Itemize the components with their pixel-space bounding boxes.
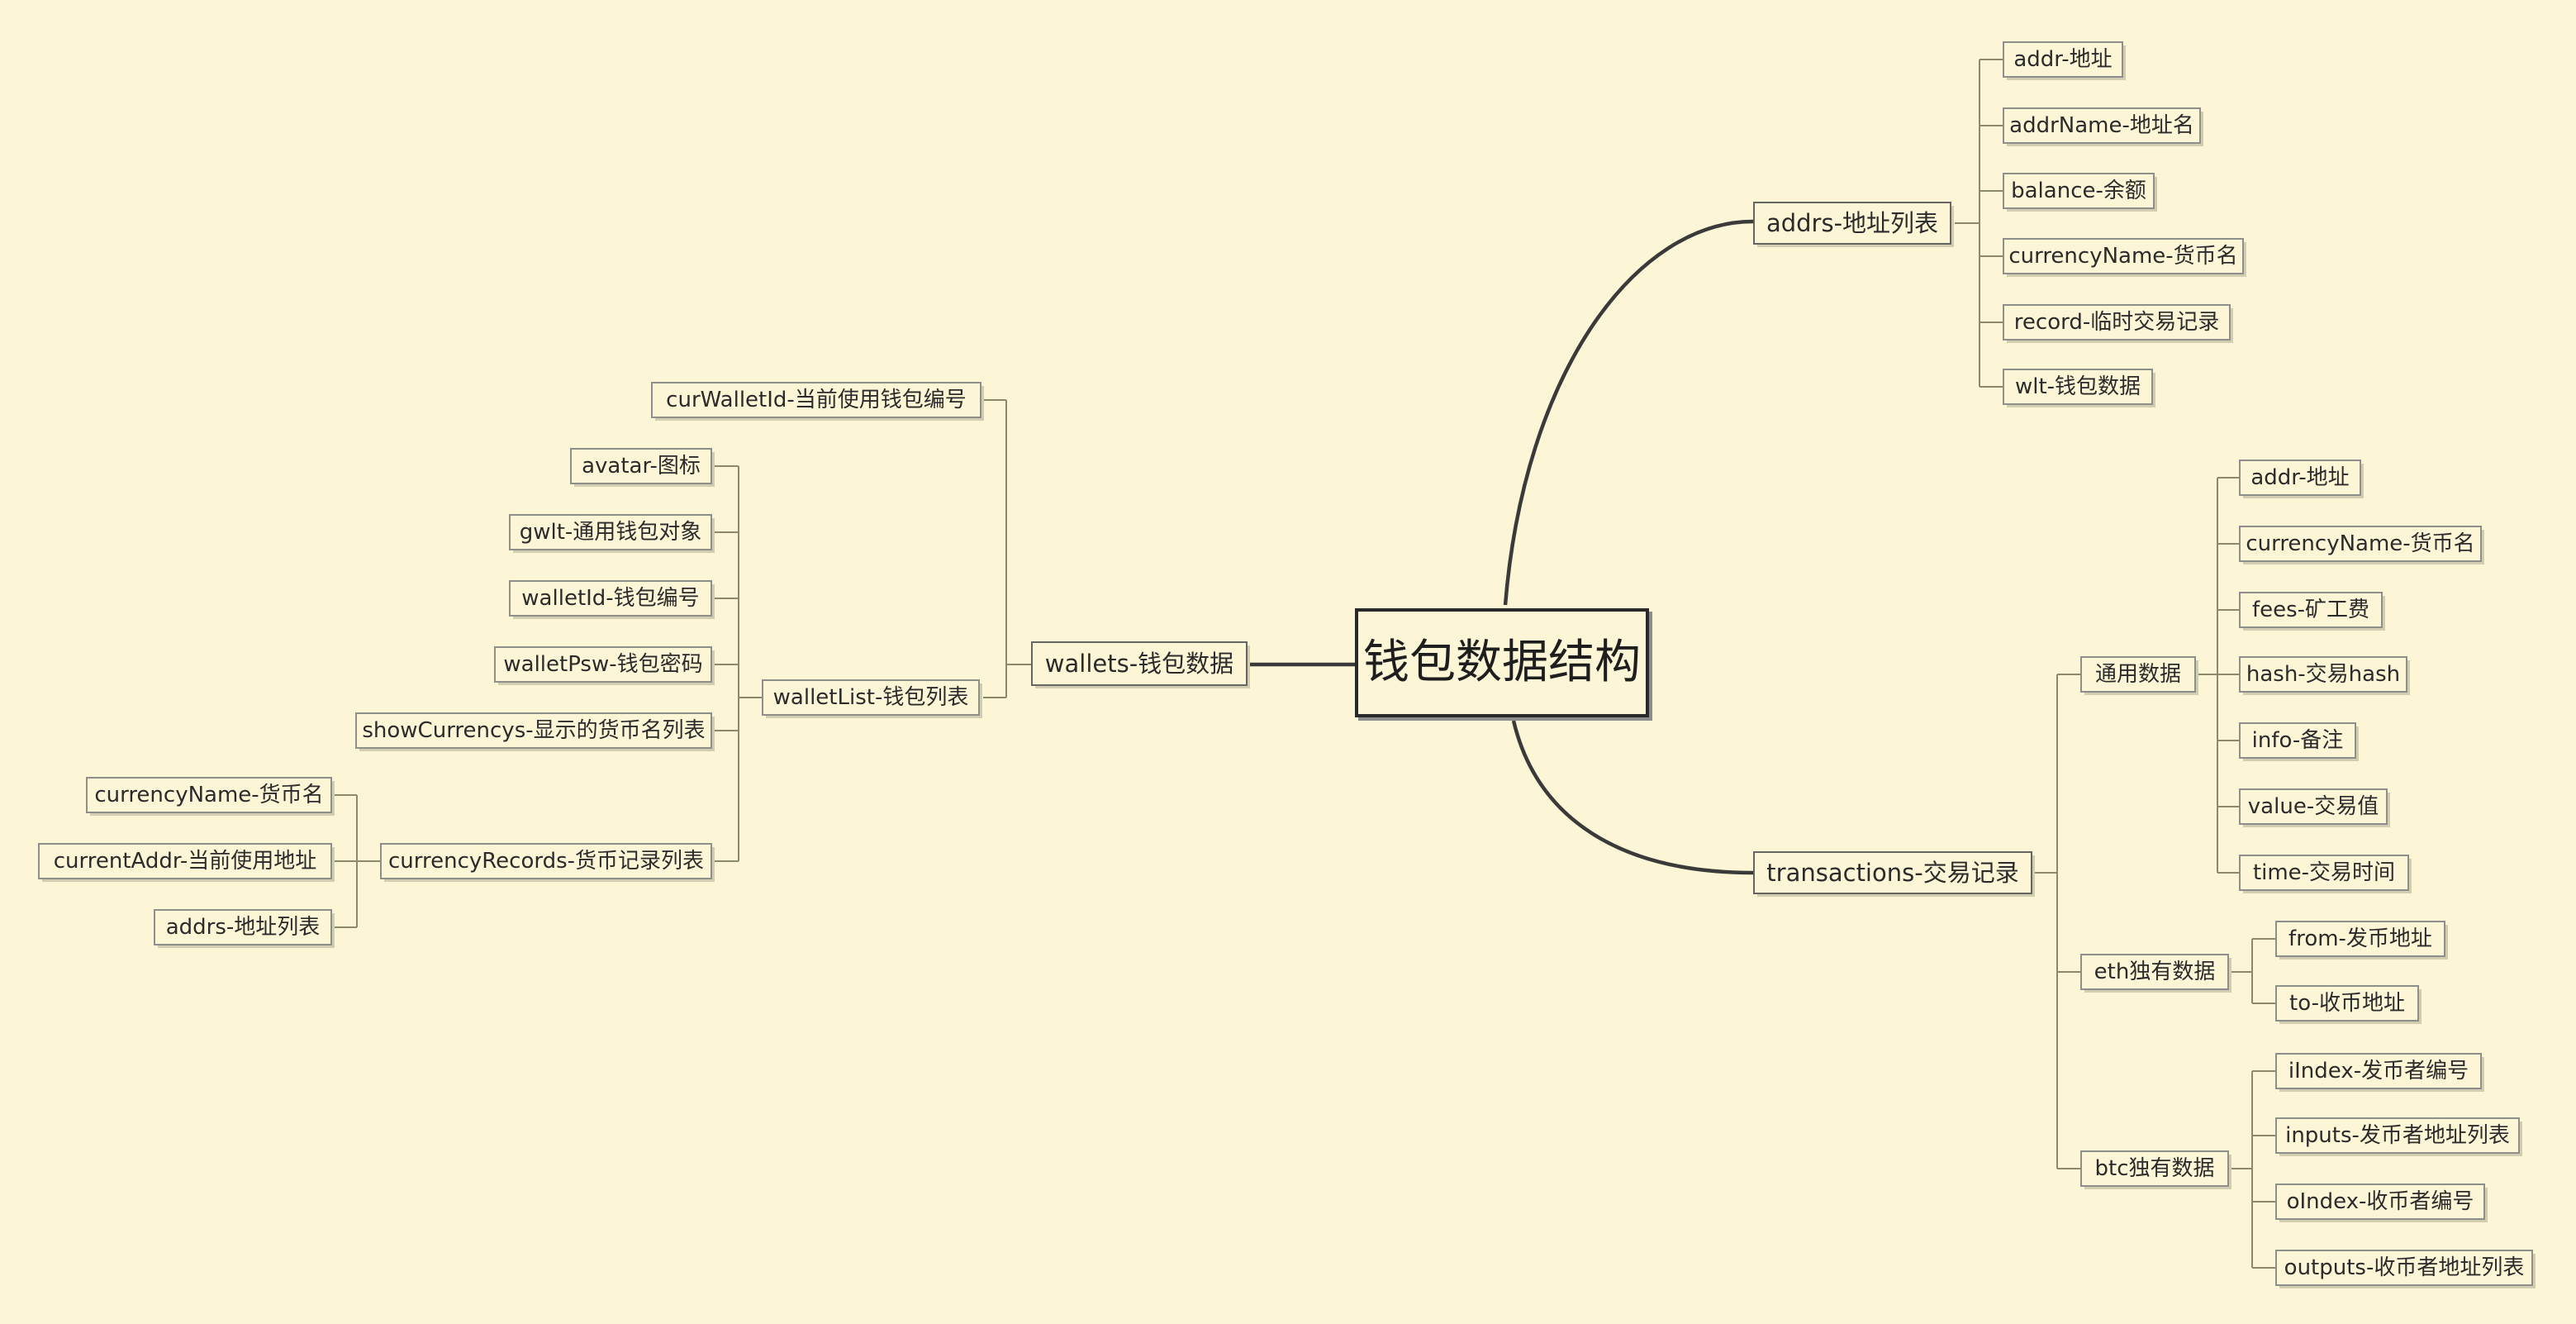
group-common-data[interactable]: 通用数据: [2080, 656, 2196, 693]
link-root-transactions: [1511, 720, 1754, 875]
common-item[interactable]: fees-矿工费: [2239, 592, 2383, 628]
wallet-list-item[interactable]: walletPsw-钱包密码: [494, 646, 712, 683]
wallet-list-item[interactable]: walletId-钱包编号: [509, 580, 712, 617]
branch-wallets[interactable]: wallets-钱包数据: [1031, 641, 1248, 686]
wallet-list-item[interactable]: gwlt-通用钱包对象: [509, 514, 712, 550]
group-eth-data[interactable]: eth独有数据: [2080, 954, 2229, 990]
addrs-item[interactable]: balance-余额: [2003, 173, 2155, 209]
addrs-item[interactable]: wlt-钱包数据: [2003, 369, 2153, 405]
common-item[interactable]: currencyName-货币名: [2239, 526, 2482, 562]
btc-item[interactable]: oIndex-收币者编号: [2275, 1184, 2485, 1220]
currency-records-item[interactable]: currentAddr-当前使用地址: [38, 843, 332, 879]
addrs-item[interactable]: currencyName-货币名: [2003, 238, 2244, 274]
branch-addrs[interactable]: addrs-地址列表: [1753, 202, 1951, 245]
link-transactions-children: [2034, 674, 2080, 1169]
common-item[interactable]: value-交易值: [2239, 788, 2388, 825]
btc-item[interactable]: iIndex-发币者编号: [2275, 1053, 2482, 1089]
addrs-item[interactable]: addrName-地址名: [2003, 107, 2201, 144]
currency-records-node[interactable]: currencyRecords-货币记录列表: [380, 843, 712, 879]
common-item[interactable]: addr-地址: [2239, 460, 2361, 496]
wallet-list-node[interactable]: walletList-钱包列表: [762, 679, 980, 716]
link-addrs-children: [1955, 59, 2003, 388]
wallet-list-item[interactable]: showCurrencys-显示的货币名列表: [355, 712, 712, 749]
wallet-list-item[interactable]: avatar-图标: [570, 448, 712, 484]
addrs-item[interactable]: addr-地址: [2003, 41, 2123, 78]
currency-records-item[interactable]: addrs-地址列表: [154, 909, 332, 945]
currency-records-item[interactable]: currencyName-货币名: [86, 777, 332, 813]
common-item[interactable]: time-交易时间: [2239, 855, 2409, 891]
link-wallets-children: [983, 399, 1031, 698]
link-common-children: [2198, 477, 2239, 874]
cur-wallet-id-node[interactable]: curWalletId-当前使用钱包编号: [651, 382, 981, 418]
group-btc-data[interactable]: btc独有数据: [2080, 1150, 2229, 1187]
common-item[interactable]: info-备注: [2239, 722, 2356, 759]
link-eth-children: [2231, 938, 2275, 1004]
eth-item[interactable]: from-发币地址: [2275, 921, 2445, 957]
link-currencyrecords-children: [334, 794, 380, 928]
addrs-item[interactable]: record-临时交易记录: [2003, 304, 2231, 341]
root-node[interactable]: 钱包数据结构: [1355, 608, 1649, 717]
eth-item[interactable]: to-收币地址: [2275, 985, 2419, 1022]
link-btc-children: [2231, 1070, 2275, 1269]
link-walletlist-children: [714, 465, 762, 862]
btc-item[interactable]: outputs-收币者地址列表: [2275, 1250, 2533, 1286]
link-root-addrs: [1503, 219, 1754, 606]
branch-transactions[interactable]: transactions-交易记录: [1753, 851, 2032, 894]
btc-item[interactable]: inputs-发币者地址列表: [2275, 1117, 2520, 1154]
common-item[interactable]: hash-交易hash: [2239, 656, 2407, 693]
